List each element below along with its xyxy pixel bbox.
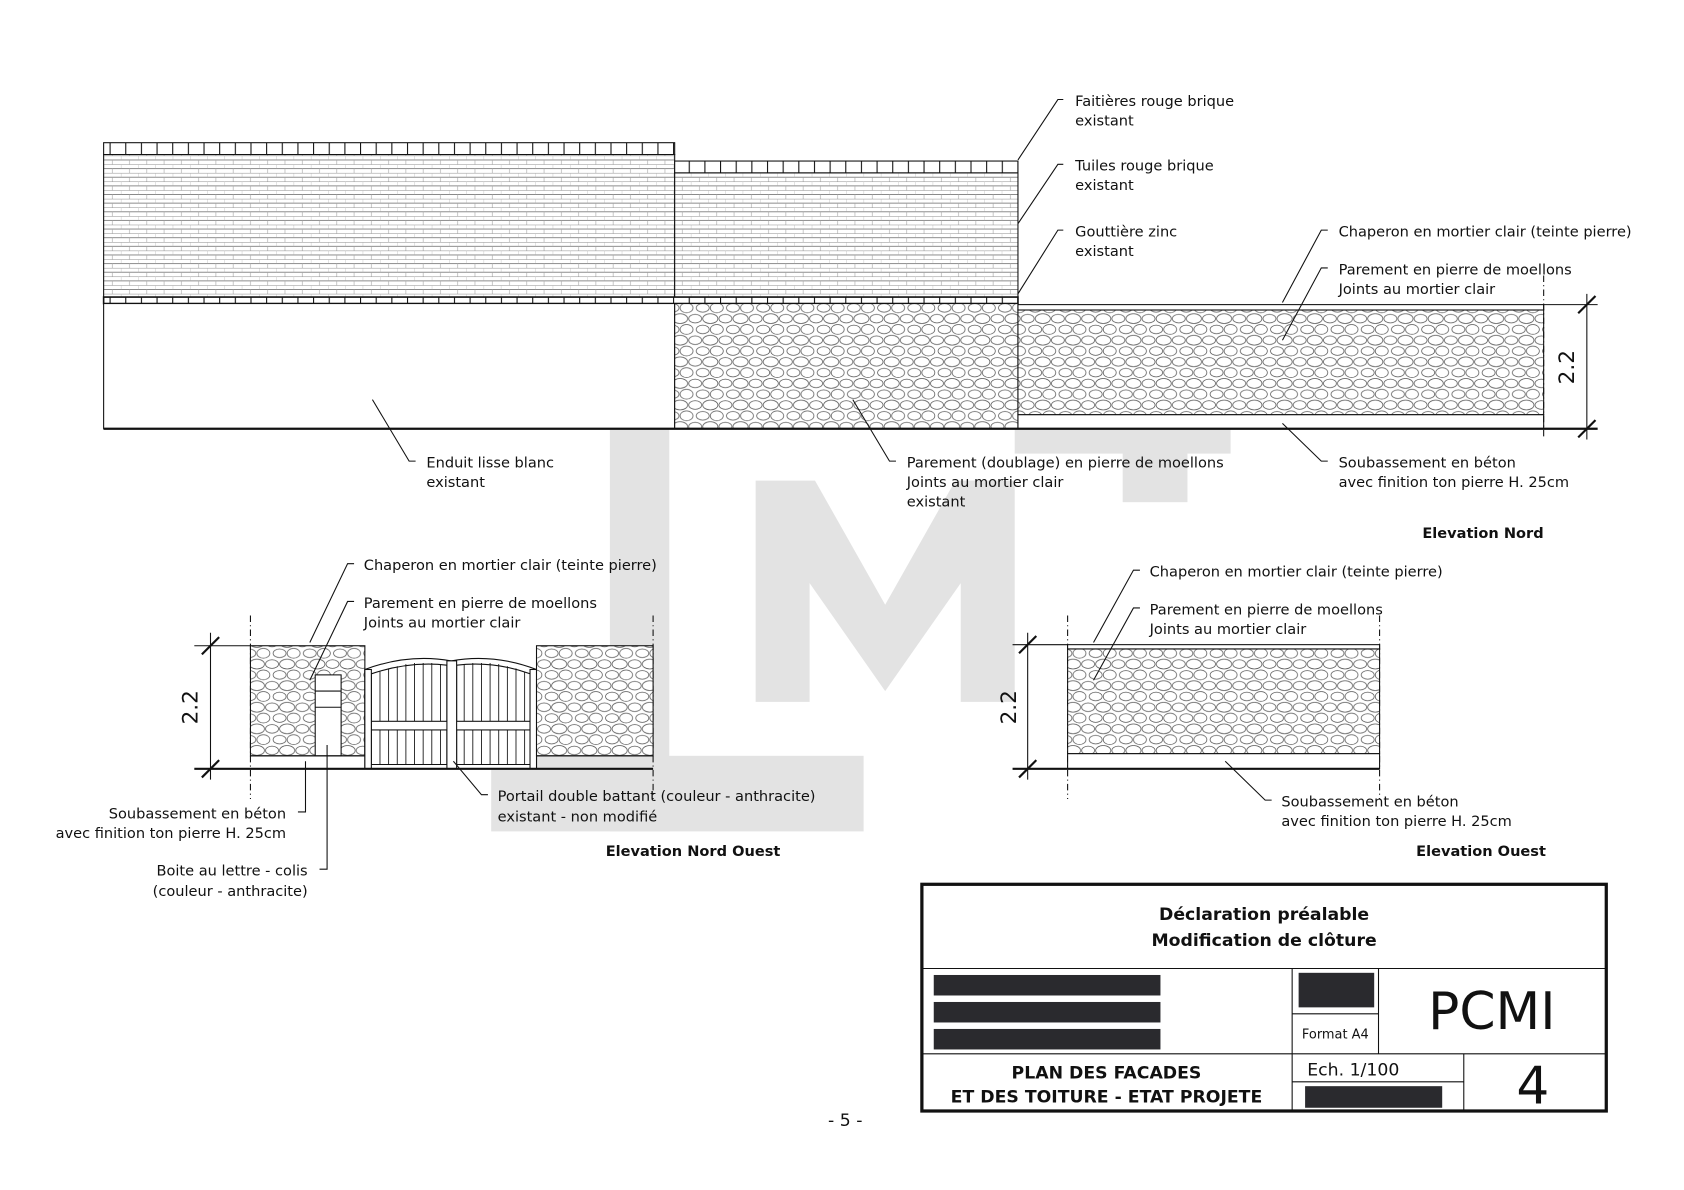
annotation-text: Parement en pierre de moellons: [364, 595, 597, 612]
annotation-text: Chaperon en mortier clair (teinte pierre…: [364, 557, 657, 574]
project-subject: Modification de clôture: [1151, 931, 1376, 951]
fence-base: [1017, 414, 1545, 430]
elevation-title: Elevation Nord Ouest: [606, 843, 781, 860]
right-wall-stone: [535, 645, 654, 757]
annotation-text: Soubassement en béton: [109, 805, 286, 822]
annotation-text: Portail double battant (couleur - anthra…: [498, 788, 816, 805]
annotation-text: Soubassement en béton: [1281, 794, 1458, 811]
double-gate: [364, 657, 538, 770]
dimension-line: 2.2: [1555, 293, 1597, 440]
left-pillar-stone: [249, 645, 366, 757]
callout-parement: Parement en pierre de moellons Joints au…: [309, 595, 597, 681]
elevation-nord-ouest: 2.2 Chaperon en mortier clair (teinte pi…: [56, 557, 816, 900]
annotation-text: Joints au mortier clair: [1149, 621, 1307, 638]
annotation-text: Parement en pierre de moellons: [1339, 261, 1572, 278]
annotation-text: Parement en pierre de moellons: [1150, 601, 1383, 618]
elevation-ouest: 2.2 Chaperon en mortier clair (teinte pi…: [997, 564, 1546, 861]
elevation-title: Elevation Nord: [1422, 525, 1543, 542]
annotation-text: existant: [1075, 112, 1134, 129]
format-label: Format A4: [1302, 1028, 1369, 1043]
callout-portail: Portail double battant (couleur - anthra…: [452, 760, 816, 826]
fence-stone: [1067, 648, 1381, 755]
callout-parement-doublage: Parement (doublage) en pierre de moellon…: [852, 399, 1224, 510]
redacted-block: [933, 1028, 1161, 1050]
callout-mailbox: Boite au lettre - colis (couleur - anthr…: [153, 745, 328, 900]
page-number: - 5 -: [828, 1111, 862, 1131]
annotation-text: Chaperon en mortier clair (teinte pierre…: [1150, 564, 1443, 581]
fence-coping: [1067, 644, 1381, 650]
watermark-logo: [491, 415, 1231, 832]
redacted-block: [1305, 1086, 1443, 1108]
mailbox: [314, 674, 342, 757]
title-block: Déclaration préalable Modification de cl…: [920, 882, 1608, 1116]
annotation-text: Parement (doublage) en pierre de moellon…: [907, 455, 1224, 472]
annotation-text: existant - non modifié: [498, 809, 658, 826]
elevation-title: Elevation Ouest: [1416, 843, 1546, 860]
callout-chaperon: Chaperon en mortier clair (teinte pierre…: [309, 557, 657, 643]
annotation-text: Boite au lettre - colis: [156, 863, 307, 880]
annotation-text: Enduit lisse blanc: [426, 455, 554, 472]
callout-chaperon: Chaperon en mortier clair (teinte pierre…: [1281, 224, 1632, 303]
dimension-value: 2.2: [1555, 350, 1580, 384]
middle-roof-ridge: [674, 160, 1019, 174]
elevation-nord: 2.2 Faitières rouge brique existant Tuil…: [102, 93, 1632, 542]
gutter: [102, 296, 1019, 305]
callout-tuiles: Tuiles rouge brique existant: [1017, 158, 1214, 224]
dimension-line: 2.2: [179, 632, 220, 780]
middle-wall-stone: [674, 302, 1019, 430]
scale-label: Ech. 1/100: [1307, 1060, 1399, 1080]
callout-faitieres: Faitières rouge brique existant: [1017, 93, 1234, 161]
annotation-text: Soubassement en béton: [1339, 455, 1516, 472]
middle-roof-tiles: [674, 172, 1019, 300]
annotation-text: existant: [426, 474, 485, 491]
annotation-text: Joints au mortier clair: [906, 474, 1064, 491]
plan-subtitle: ET DES TOITURE - ETAT PROJETE: [951, 1087, 1263, 1107]
annotation-text: Gouttière zinc: [1075, 224, 1177, 241]
annotation-text: existant: [1075, 243, 1134, 260]
redacted-block: [933, 1001, 1161, 1023]
redacted-block: [1298, 972, 1375, 1008]
annotation-text: Joints au mortier clair: [1338, 281, 1496, 298]
document-code: PCMI: [1428, 982, 1555, 1042]
annotation-text: (couleur - anthracite): [153, 883, 308, 900]
fence-base: [1067, 753, 1381, 770]
callout-parement: Parement en pierre de moellons Joints au…: [1093, 601, 1383, 681]
callout-soubassement: Soubassement en béton avec finition ton …: [1282, 422, 1570, 491]
annotation-text: Tuiles rouge brique: [1074, 158, 1214, 175]
redacted-block: [933, 974, 1161, 996]
callout-soubassement: Soubassement en béton avec finition ton …: [56, 761, 307, 842]
annotation-text: existant: [907, 493, 966, 510]
callout-parement: Parement en pierre de moellons Joints au…: [1281, 261, 1572, 341]
annotation-text: avec finition ton pierre H. 25cm: [56, 825, 287, 842]
annotation-text: existant: [1075, 177, 1134, 194]
project-type: Déclaration préalable: [1159, 905, 1369, 925]
annotation-text: avec finition ton pierre H. 25cm: [1281, 813, 1512, 830]
annotation-text: Chaperon en mortier clair (teinte pierre…: [1339, 224, 1632, 241]
fence-coping: [1017, 304, 1545, 311]
left-wall-render: [103, 302, 676, 430]
callout-gouttiere: Gouttière zinc existant: [1017, 224, 1177, 295]
annotation-text: Joints au mortier clair: [363, 614, 521, 631]
callout-chaperon: Chaperon en mortier clair (teinte pierre…: [1093, 564, 1443, 643]
callout-soubassement: Soubassement en béton avec finition ton …: [1224, 760, 1512, 830]
left-roof-tiles: [103, 154, 676, 300]
left-roof-ridge: [103, 142, 676, 156]
annotation-text: avec finition ton pierre H. 25cm: [1339, 474, 1570, 491]
dimension-line: 2.2: [997, 632, 1038, 780]
annotation-text: 2.2: [179, 690, 204, 724]
sheet-number: 4: [1516, 1056, 1549, 1116]
annotation-text: 2.2: [997, 690, 1022, 724]
plan-title: PLAN DES FACADES: [1012, 1064, 1202, 1084]
callout-enduit: Enduit lisse blanc existant: [371, 399, 554, 491]
fence-stone: [1017, 309, 1545, 416]
annotation-text: Faitières rouge brique: [1075, 93, 1234, 110]
